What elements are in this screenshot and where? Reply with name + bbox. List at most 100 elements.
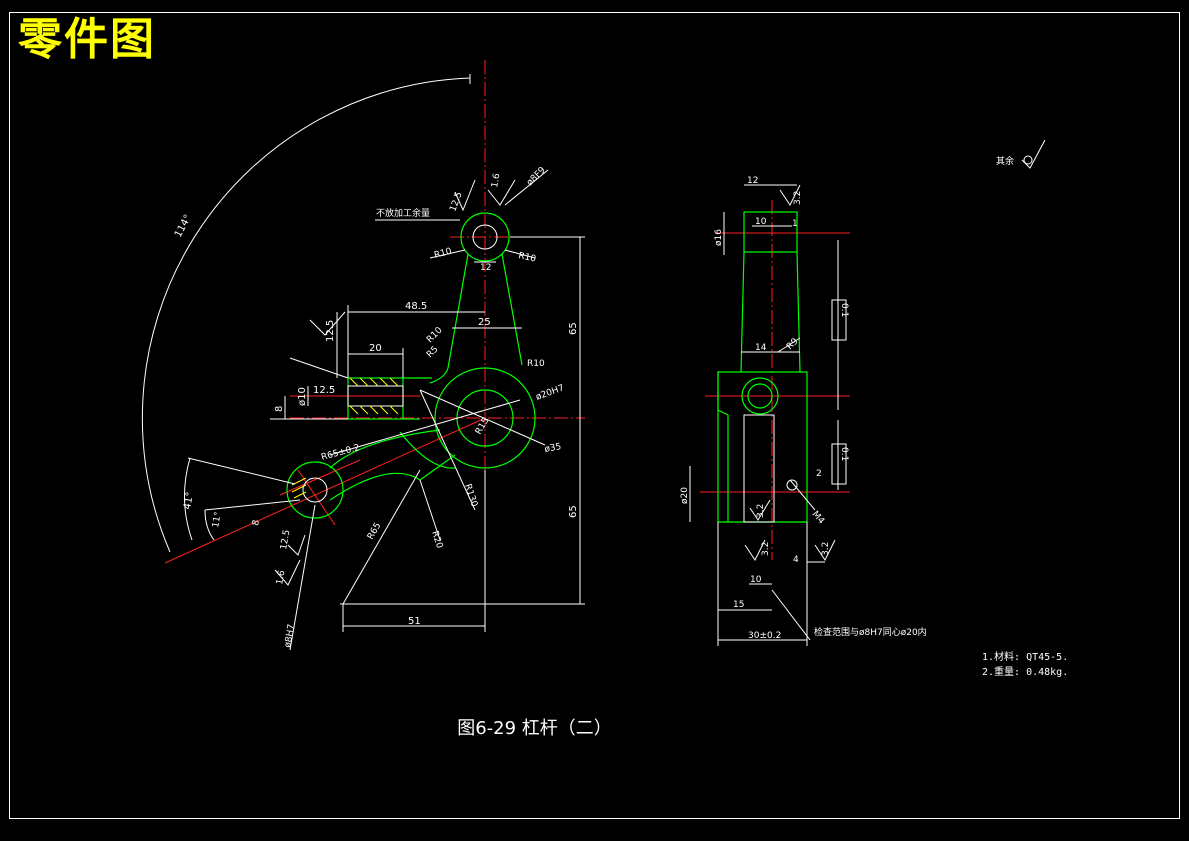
label-r130: R130 <box>462 483 479 509</box>
lower-arm <box>329 429 456 501</box>
arm-centerline <box>164 417 486 564</box>
inspection-leader <box>771 589 811 641</box>
roughness-symbols-lower <box>274 534 306 586</box>
label-dim-phi10: ø10 <box>297 387 308 406</box>
label-side-3-2-d: 3.2 <box>821 542 831 556</box>
label-side-3-2-b: 3.2 <box>756 504 766 518</box>
label-r20: R20 <box>429 530 444 550</box>
label-dim-65-top: 65 <box>568 322 579 335</box>
note-material: 1.材料: QT45-5. <box>982 652 1069 663</box>
label-dim-12-5-top: 12.5 <box>325 320 336 342</box>
label-rough-12-5-a: 12.5 <box>448 191 464 213</box>
label-phi8h7: ø8H7 <box>283 623 297 648</box>
tolerance-box-1 <box>831 299 847 341</box>
lower-boss <box>286 461 344 519</box>
side-stem <box>740 251 801 373</box>
label-side-10-top: 10 <box>755 217 767 227</box>
arm-web <box>399 431 456 469</box>
label-side-4: 4 <box>793 555 799 565</box>
roughness-symbol-top <box>487 179 516 206</box>
side-tap-hole <box>786 479 798 491</box>
arm-centerline-short <box>279 459 361 496</box>
side-boss-inner <box>747 383 773 409</box>
label-r10-mid: R10 <box>425 325 445 345</box>
surface-finish-circle <box>1023 155 1033 165</box>
phi35-leader <box>419 389 546 446</box>
side-body <box>717 371 808 523</box>
hole-leader <box>289 357 349 379</box>
label-side-1: 1 <box>792 219 798 229</box>
label-r10-web: R10 <box>527 359 545 369</box>
tolerance-box-2 <box>831 443 847 485</box>
r130-leader <box>419 389 476 511</box>
label-dim-48-5: 48.5 <box>405 301 427 312</box>
top-hole <box>472 224 498 250</box>
label-dim-8-small: 8 <box>251 519 262 527</box>
r10-left-leader <box>429 249 466 259</box>
angle-114-arc <box>141 77 471 553</box>
label-r10-left: R10 <box>433 247 453 261</box>
r10-right-leader <box>504 249 536 259</box>
label-dim-20: 20 <box>369 343 382 354</box>
label-side-phi20: ø20 <box>680 487 690 504</box>
label-inspection-note: 检查范围与ø8H7同心ø20内 <box>814 626 927 638</box>
label-side-10-bottom: 10 <box>750 575 762 585</box>
m4-leader <box>789 479 816 511</box>
label-dim-65-bottom: 65 <box>568 505 579 518</box>
label-side-14: 14 <box>755 343 767 353</box>
label-dim-51: 51 <box>408 616 421 627</box>
label-angle-114: 114° <box>173 213 194 239</box>
stem-fillet-left <box>429 367 449 384</box>
label-side-phi16: ø16 <box>714 229 724 246</box>
hatching <box>349 377 399 415</box>
note-weight: 2.重量: 0.48kg. <box>982 667 1069 678</box>
label-side-3-2-c: 3.2 <box>761 542 771 556</box>
label-r15: R15 <box>474 416 492 436</box>
label-rough-1-6-a: 1.6 <box>490 172 502 188</box>
label-phi35: ø35 <box>544 442 562 455</box>
label-phi8f9: ø8F9 <box>525 165 548 188</box>
drawing-frame <box>9 12 1180 819</box>
label-r10-right: R10 <box>517 251 537 265</box>
side-hole <box>347 385 404 407</box>
side-roughness <box>744 184 836 561</box>
front-view <box>141 60 585 651</box>
label-phi20h7: ø20H7 <box>535 383 566 402</box>
label-side-30: 30±0.2 <box>748 631 781 641</box>
page-title: 零件图 <box>18 14 156 65</box>
label-side-12: 12 <box>747 176 758 186</box>
label-side-2: 2 <box>816 469 822 479</box>
label-side-m4: M4 <box>810 510 827 527</box>
label-angle-11: 11° <box>211 511 224 528</box>
surface-finish-symbol <box>1021 139 1046 169</box>
side-top-hub <box>743 211 798 253</box>
label-dim-12-5-hole: 12.5 <box>313 385 335 396</box>
caption-text: 图6-29 杠杆（二） <box>457 718 612 739</box>
angle-11-arc <box>204 509 215 541</box>
phi20-leader <box>329 399 521 456</box>
side-block-link <box>403 377 432 420</box>
figure-caption: 图6-29 杠杆（二） <box>0 714 1189 740</box>
side-boss <box>741 377 779 415</box>
phi8f9-leader <box>504 169 549 206</box>
main-boss <box>434 367 536 469</box>
r9-leader <box>777 337 801 353</box>
roughness-symbols <box>309 179 476 336</box>
top-boss <box>460 212 510 262</box>
angle-41-arc <box>184 457 193 541</box>
label-dim-25: 25 <box>478 317 491 328</box>
phi8h7-leader <box>289 504 316 651</box>
label-angle-41: 41° <box>182 491 196 510</box>
angle-41-leader <box>187 457 296 485</box>
angle-11-leader <box>204 499 301 511</box>
label-rough-12-5-b: 12.5 <box>279 529 292 550</box>
label-side-3-2-a: 3.2 <box>793 191 803 205</box>
label-surface-note: 其余 <box>996 155 1014 167</box>
label-no-machining: 不放加工余量 <box>376 207 430 219</box>
lower-hole <box>302 477 328 503</box>
r65-leader <box>342 469 421 605</box>
label-dim-8: 8 <box>274 406 285 412</box>
side-body-step <box>717 372 729 522</box>
label-tol-box-1: 0.1 <box>839 303 849 317</box>
